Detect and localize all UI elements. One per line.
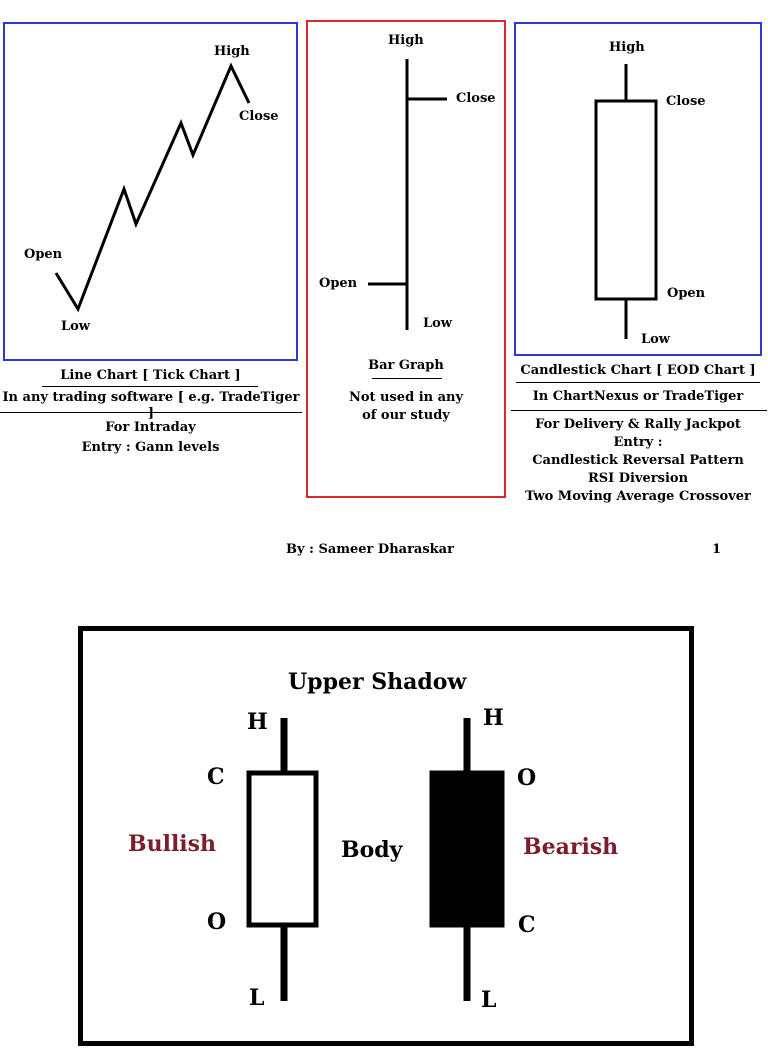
author-credit: By : Sameer Dharaskar: [286, 542, 454, 557]
bar-open-label: Open: [319, 276, 358, 291]
bar-high-label: High: [388, 33, 424, 48]
bearish-h-label: H: [483, 705, 504, 731]
bearish-l-label: L: [481, 987, 497, 1013]
line-close-label: Close: [239, 109, 279, 124]
line-high-label: High: [214, 44, 250, 59]
line-chart-entry: Entry : Gann levels: [81, 440, 220, 455]
bearish-o-label: O: [517, 765, 537, 791]
bullish-label: Bullish: [128, 831, 217, 857]
bar-low-label: Low: [423, 316, 453, 331]
candle-high-label: High: [609, 40, 645, 55]
upper-shadow-label: Upper Shadow: [288, 669, 467, 695]
price-line: [54, 62, 251, 313]
strategy-1: Candlestick Reversal Pattern: [532, 453, 744, 468]
line-chart-graphic: [54, 62, 251, 313]
bullish-c-label: C: [207, 764, 225, 790]
candle-anatomy-frame: Upper Shadow Body Bullish Bearish H C O …: [78, 626, 694, 1046]
strategy-2: RSI Diversion: [587, 471, 689, 486]
bar-graph-graphic: [368, 59, 447, 330]
candlestick-software: In ChartNexus or TradeTiger: [532, 389, 744, 404]
bullish-h-label: H: [247, 709, 268, 735]
line-chart-title: Line Chart [ Tick Chart ]: [60, 368, 241, 383]
candle-body: [594, 99, 658, 301]
line-chart-panel: High Close Open Low: [3, 22, 298, 361]
page-number: 1: [712, 542, 722, 557]
bullish-l-label: L: [249, 985, 265, 1011]
candlestick-software-rule: [511, 410, 767, 411]
bearish-c-label: C: [518, 912, 536, 938]
line-chart-software-rule: [0, 412, 302, 413]
candle-anatomy-graphic: [246, 718, 505, 1001]
bearish-body: [429, 770, 505, 928]
bullish-body: [246, 770, 319, 928]
candlestick-title-rule: [516, 382, 760, 383]
strategy-3: Two Moving Average Crossover: [525, 489, 751, 504]
candle-open-label: Open: [667, 286, 706, 301]
bar-graph-note-2: of our study: [362, 408, 450, 423]
bullish-o-label: O: [207, 909, 227, 935]
candlestick-use: For Delivery & Rally Jackpot: [535, 417, 741, 432]
line-chart-use: For Intraday: [105, 420, 196, 435]
candlestick-chart-title: Candlestick Chart [ EOD Chart ]: [520, 363, 756, 378]
candle-low-label: Low: [641, 332, 671, 347]
line-chart-title-rule: [42, 386, 258, 387]
bar-close-label: Close: [456, 91, 496, 106]
candlestick-entry: Entry :: [613, 435, 663, 450]
bar-graph-panel: High Close Open Low Bar Graph Not used i…: [306, 20, 506, 498]
bearish-label: Bearish: [523, 834, 619, 860]
bar-graph-title-rule: [372, 378, 442, 379]
candle-close-label: Close: [666, 94, 706, 109]
line-open-label: Open: [24, 247, 63, 262]
line-low-label: Low: [61, 319, 91, 334]
bar-graph-title: Bar Graph: [368, 358, 444, 373]
body-label: Body: [341, 837, 403, 863]
candlestick-chart-panel: High Close Open Low: [514, 22, 762, 356]
bar-graph-note-1: Not used in any: [348, 390, 464, 405]
candlestick-graphic: [594, 64, 658, 339]
line-chart-software: In any trading software [ e.g. TradeTige…: [2, 390, 300, 421]
